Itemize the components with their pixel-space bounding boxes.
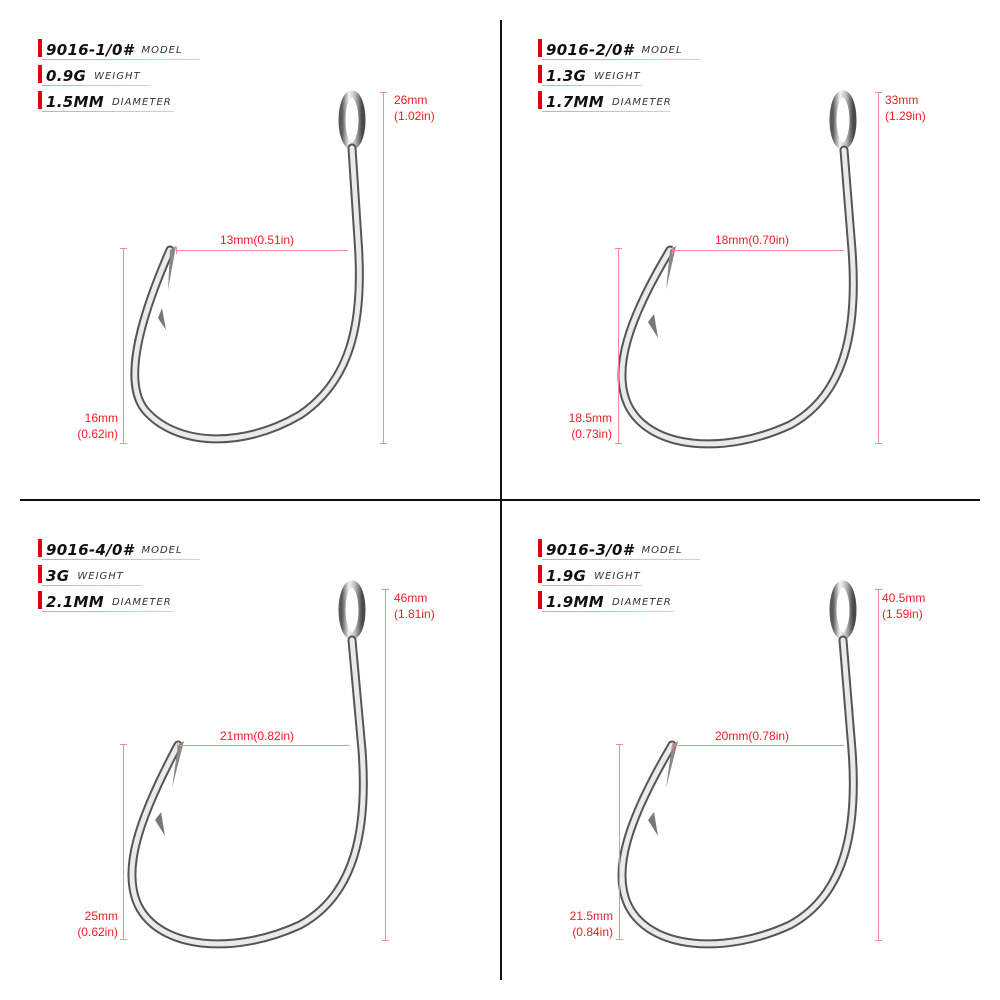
spec-underline [42, 59, 200, 60]
fishing-hook-icon [127, 580, 368, 949]
diameter-label: DIAMETER [611, 96, 672, 108]
spec-weight: 1.9G WEIGHT [538, 563, 683, 589]
weight-label: WEIGHT [77, 570, 124, 582]
spec-underline [542, 85, 642, 86]
gap-width-line [672, 742, 844, 749]
spec-underline [542, 559, 700, 560]
spec-list: 9016-1/0# MODEL 0.9G WEIGHT 1.5MM DIAMETER [38, 37, 200, 115]
diameter-label: DIAMETER [611, 596, 672, 608]
fishing-hook-icon [617, 580, 858, 949]
spec-model: 9016-2/0# MODEL [538, 37, 700, 63]
bend-height-line [616, 744, 623, 940]
spec-underline [542, 585, 642, 586]
red-accent-bar [38, 539, 42, 557]
total-length-line [382, 589, 389, 941]
spec-underline [42, 85, 150, 86]
spec-underline [42, 585, 142, 586]
total-length-label: 26mm(1.02in) [394, 93, 435, 123]
spec-diameter: 2.1MM DIAMETER [38, 589, 183, 615]
bend-height-label: 16mm(0.62in) [77, 411, 118, 441]
weight-label: WEIGHT [594, 70, 641, 82]
bend-height-label: 25mm(0.62in) [77, 909, 118, 939]
total-length-line [380, 92, 387, 444]
spec-model: 9016-1/0# MODEL [38, 37, 200, 63]
gap-width-line [176, 247, 348, 254]
spec-underline [42, 611, 174, 612]
model-value: 9016-3/0# [546, 541, 634, 559]
diameter-value: 2.1MM [46, 593, 104, 611]
spec-underline [542, 59, 700, 60]
model-label: MODEL [641, 544, 683, 556]
spec-weight: 1.3G WEIGHT [538, 63, 683, 89]
diameter-value: 1.5MM [46, 93, 104, 111]
model-value: 9016-4/0# [46, 541, 134, 559]
gap-width-label: 20mm(0.78in) [715, 729, 790, 743]
total-length-label: 40.5mm(1.59in) [882, 591, 926, 621]
model-value: 9016-1/0# [46, 41, 134, 59]
weight-label: WEIGHT [94, 70, 141, 82]
red-accent-bar [538, 91, 542, 109]
weight-value: 3G [46, 567, 70, 585]
weight-value: 0.9G [46, 67, 87, 85]
spec-model: 9016-3/0# MODEL [538, 537, 700, 563]
bend-height-line [120, 744, 127, 940]
total-length-line [875, 92, 882, 444]
spec-diameter: 1.5MM DIAMETER [38, 89, 183, 115]
model-label: MODEL [641, 44, 683, 56]
model-label: MODEL [141, 544, 183, 556]
horizontal-divider [20, 499, 980, 501]
bend-height-label: 18.5mm(0.73in) [568, 411, 612, 441]
total-length-line [875, 589, 882, 941]
model-label: MODEL [141, 44, 183, 56]
spec-weight: 0.9G WEIGHT [38, 63, 183, 89]
weight-value: 1.9G [546, 567, 587, 585]
hook-panel-4-0: 9016-4/0# MODEL 3G WEIGHT 2.1MM DIAMETER 46… [0, 500, 500, 1000]
spec-diameter: 1.7MM DIAMETER [538, 89, 683, 115]
diameter-label: DIAMETER [111, 596, 172, 608]
red-accent-bar [38, 91, 42, 109]
total-length-label: 46mm(1.81in) [394, 591, 435, 621]
bend-height-line [615, 248, 622, 444]
spec-underline [42, 111, 174, 112]
red-accent-bar [38, 65, 42, 83]
red-accent-bar [38, 591, 42, 609]
model-value: 9016-2/0# [546, 41, 634, 59]
diameter-label: DIAMETER [111, 96, 172, 108]
gap-width-label: 21mm(0.82in) [220, 729, 295, 743]
red-accent-bar [538, 39, 542, 57]
spec-list: 9016-4/0# MODEL 3G WEIGHT 2.1MM DIAMETER [38, 537, 200, 615]
spec-underline [542, 111, 670, 112]
red-accent-bar [38, 565, 42, 583]
red-accent-bar [538, 65, 542, 83]
spec-diameter: 1.9MM DIAMETER [538, 589, 683, 615]
weight-value: 1.3G [546, 67, 587, 85]
weight-label: WEIGHT [594, 570, 641, 582]
gap-width-label: 13mm(0.51in) [220, 233, 295, 247]
bend-height-line [120, 248, 127, 444]
red-accent-bar [538, 591, 542, 609]
gap-width-line [177, 742, 349, 749]
total-length-label: 33mm(1.29in) [885, 93, 926, 123]
gap-width-label: 18mm(0.70in) [715, 233, 790, 247]
spec-underline [42, 559, 200, 560]
red-accent-bar [38, 39, 42, 57]
gap-width-line [672, 247, 844, 254]
fishing-hook-icon [130, 90, 366, 444]
diameter-value: 1.9MM [546, 593, 604, 611]
diameter-value: 1.7MM [546, 93, 604, 111]
red-accent-bar [538, 539, 542, 557]
spec-underline [542, 611, 674, 612]
fishing-hook-icon [617, 90, 858, 449]
bend-height-label: 21.5mm(0.84in) [569, 909, 613, 939]
spec-list: 9016-2/0# MODEL 1.3G WEIGHT 1.7MM DIAMETER [538, 37, 700, 115]
spec-model: 9016-4/0# MODEL [38, 537, 200, 563]
spec-list: 9016-3/0# MODEL 1.9G WEIGHT 1.9MM DIAMETER [538, 537, 700, 615]
spec-weight: 3G WEIGHT [38, 563, 183, 589]
red-accent-bar [538, 565, 542, 583]
